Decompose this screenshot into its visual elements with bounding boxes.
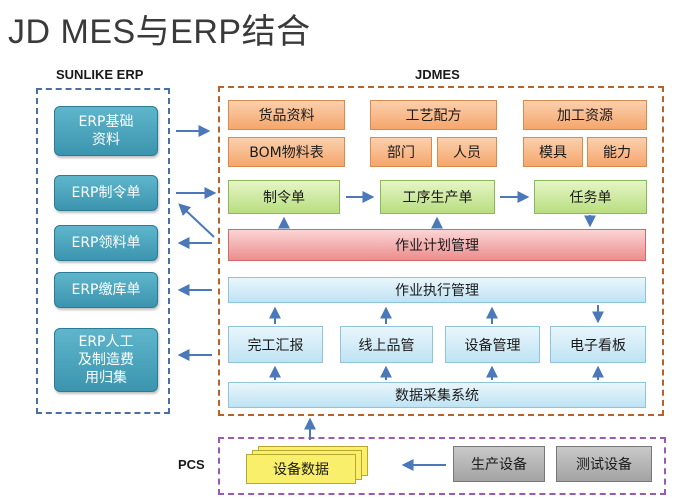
- mes-frame: [218, 86, 664, 416]
- erp-labor-cost-box: ERP人工 及制造费 用归集: [54, 328, 158, 392]
- online-qc-box: 线上品管: [340, 326, 433, 363]
- equipment-management-box: 设备管理: [445, 326, 540, 363]
- personnel-box: 人员: [437, 137, 497, 167]
- erp-stock-in-box: ERP缴库单: [54, 272, 158, 308]
- mes-section-label: JDMES: [415, 67, 460, 82]
- goods-data-box: 货品资料: [228, 100, 345, 130]
- department-box: 部门: [370, 137, 432, 167]
- test-equipment-box: 测试设备: [556, 446, 652, 482]
- arrow-mes-to-erp-order: [178, 203, 215, 238]
- data-collection-system-bar: 数据采集系统: [228, 382, 646, 408]
- process-production-order-box: 工序生产单: [380, 180, 495, 214]
- pcs-section-label: PCS: [178, 457, 205, 472]
- bom-box: BOM物料表: [228, 137, 345, 167]
- erp-order-box: ERP制令单: [54, 175, 158, 211]
- processing-resource-box: 加工资源: [523, 100, 647, 130]
- task-order-box: 任务单: [534, 180, 647, 214]
- erp-frame: [36, 88, 170, 414]
- production-equipment-box: 生产设备: [453, 446, 545, 482]
- completion-report-box: 完工汇报: [228, 326, 323, 363]
- erp-material-requisition-box: ERP领料单: [54, 225, 158, 261]
- erp-section-label: SUNLIKE ERP: [56, 67, 144, 82]
- pcs-frame: [218, 437, 666, 495]
- job-execution-management-bar: 作业执行管理: [228, 277, 646, 303]
- electronic-board-box: 电子看板: [550, 326, 646, 363]
- erp-basic-data-box: ERP基础 资料: [54, 106, 158, 156]
- process-recipe-box: 工艺配方: [370, 100, 497, 130]
- mold-box: 模具: [523, 137, 583, 167]
- mes-order-box: 制令单: [228, 180, 340, 214]
- job-plan-management-bar: 作业计划管理: [228, 229, 646, 261]
- device-data-doc: 设备数据: [246, 454, 356, 484]
- capacity-box: 能力: [587, 137, 647, 167]
- page-title: JD MES与ERP结合: [8, 13, 311, 51]
